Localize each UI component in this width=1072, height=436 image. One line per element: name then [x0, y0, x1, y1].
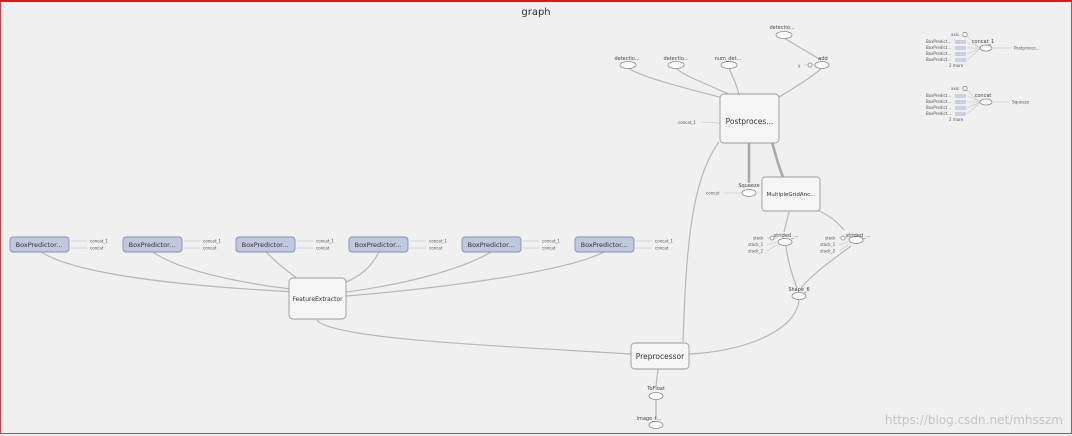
node-shape-6[interactable]: Shape_6 [788, 287, 810, 300]
box-predictor-4-out-concat: concat [542, 246, 556, 251]
aux-0-input-1: BoxPredict... [926, 45, 951, 50]
node-output-detection-boxes-label: detectio... [614, 56, 640, 62]
squeeze-input-concat: concat [706, 191, 720, 196]
box-predictor-1[interactable]: BoxPredictor... [122, 236, 183, 253]
node-output-detection-classes[interactable]: detectio... [769, 25, 795, 39]
strided-1-input-stack-1: stack_1 [748, 242, 764, 247]
aux-0-axis-label: axis [951, 32, 959, 37]
aux-0-input-3: BoxPredict... [926, 57, 951, 62]
node-strided-slice-1-label: strided_... [774, 233, 799, 239]
box-predictor-3-out-concat: concat [429, 246, 443, 251]
box-predictor-1-label: BoxPredictor... [129, 241, 176, 249]
add-input-y: y [798, 63, 801, 68]
node-shape-6-label: Shape_6 [788, 287, 809, 293]
box-predictor-5-out-concat1: concat_1 [655, 239, 673, 244]
strided-1-input-stack: stack [753, 236, 764, 241]
node-tofloat-label: ToFloat [646, 386, 665, 392]
node-output-detection-scores[interactable]: detectio... [663, 56, 689, 69]
node-output-detection-scores-label: detectio... [663, 56, 689, 62]
node-strided-slice-1[interactable]: strided_... [769, 233, 799, 246]
box-predictor-2-out-concat: concat [316, 246, 330, 251]
box-predictor-0-out-concat1: concat_1 [90, 239, 108, 244]
aux-1-input-3: BoxPredict... [926, 111, 951, 116]
box-predictor-4[interactable]: BoxPredictor... [461, 236, 522, 253]
box-predictor-4-label: BoxPredictor... [468, 241, 515, 249]
box-predictor-4-out-concat1: concat_1 [542, 239, 560, 244]
node-add-label: add [818, 56, 827, 62]
box-predictor-2[interactable]: BoxPredictor... [235, 236, 296, 253]
box-predictor-3-out-concat1: concat_1 [429, 239, 447, 244]
aux-1-output: Squeeze [1012, 100, 1030, 105]
box-predictor-0[interactable]: BoxPredictor... [9, 236, 70, 253]
box-predictor-1-out-concat1: concat_1 [203, 239, 221, 244]
aux-1-input-2: BoxPredict... [926, 105, 951, 110]
aux-1-input-1: BoxPredict... [926, 99, 951, 104]
graph-edges [40, 37, 852, 419]
auxiliary-concat-1[interactable]: axis BoxPredict... BoxPredict... BoxPred… [926, 31, 1039, 68]
box-predictor-0-out-concat: concat [90, 246, 104, 251]
strided-2-input-stack-2: stack_2 [820, 249, 836, 254]
node-strided-slice-2-label: strided_... [846, 233, 871, 239]
strided-2-input-stack-1: stack_1 [820, 242, 836, 247]
node-output-num-detections[interactable]: num_det... [715, 56, 742, 69]
box-predictor-5-label: BoxPredictor... [581, 241, 628, 249]
box-predictor-1-out-concat: concat [203, 246, 217, 251]
node-squeeze[interactable]: Squeeze [738, 183, 760, 197]
node-postprocessor-label: Postproces... [726, 117, 774, 126]
box-predictor-5[interactable]: BoxPredictor... [574, 236, 635, 253]
node-feature-extractor-label: FeatureExtractor [292, 296, 343, 303]
node-preprocessor[interactable]: Preprocessor [630, 342, 690, 370]
aux-1-axis-label: axis [951, 86, 959, 91]
node-multiple-grid-anchor[interactable]: MultipleGridAnc... [761, 176, 821, 212]
node-strided-slice-2[interactable]: strided_... [840, 233, 871, 244]
box-predictor-2-label: BoxPredictor... [242, 241, 289, 249]
aux-0-more: 2 more [949, 63, 964, 68]
aux-0-input-2: BoxPredict... [926, 51, 951, 56]
node-feature-extractor[interactable]: FeatureExtractor [288, 277, 347, 320]
node-output-num-detections-label: num_det... [715, 56, 742, 62]
strided-1-input-stack-2: stack_2 [748, 249, 764, 254]
node-image-tensor-label: image_t... [637, 416, 662, 422]
box-predictor-5-out-concat: concat [655, 246, 669, 251]
node-image-tensor[interactable]: image_t... [637, 416, 664, 429]
box-predictor-0-label: BoxPredictor... [16, 241, 63, 249]
node-output-detection-boxes[interactable]: detectio... [614, 56, 640, 69]
watermark: https://blog.csdn.net/mhsszm [884, 413, 1063, 427]
strided-2-input-stack: stack [825, 236, 836, 241]
box-predictor-2-out-concat1: concat_1 [316, 239, 334, 244]
box-predictor-3-label: BoxPredictor... [355, 241, 402, 249]
box-predictor-3[interactable]: BoxPredictor... [348, 236, 409, 253]
aux-1-op-label: concat [975, 93, 992, 99]
postprocessor-input-concat1: concat_1 [678, 120, 696, 125]
node-output-detection-classes-label: detectio... [769, 25, 795, 31]
auxiliary-concat[interactable]: axis BoxPredict... BoxPredict... BoxPred… [926, 85, 1030, 122]
node-tofloat[interactable]: ToFloat [646, 386, 665, 400]
aux-0-output: Postproces... [1014, 46, 1039, 51]
node-postprocessor[interactable]: Postproces... [719, 93, 780, 144]
node-add[interactable]: add [807, 56, 830, 69]
aux-1-more: 2 more [949, 117, 964, 122]
aux-0-op-label: concat_1 [972, 39, 994, 45]
node-multiple-grid-anchor-label: MultipleGridAnc... [767, 192, 816, 198]
box-predictor-group: BoxPredictor... BoxPredictor... BoxPredi… [9, 236, 673, 253]
aux-0-input-0: BoxPredict... [926, 39, 951, 44]
node-squeeze-label: Squeeze [738, 183, 759, 189]
aux-1-input-0: BoxPredict... [926, 93, 951, 98]
graph-title: graph [521, 7, 551, 18]
node-preprocessor-label: Preprocessor [636, 352, 685, 361]
